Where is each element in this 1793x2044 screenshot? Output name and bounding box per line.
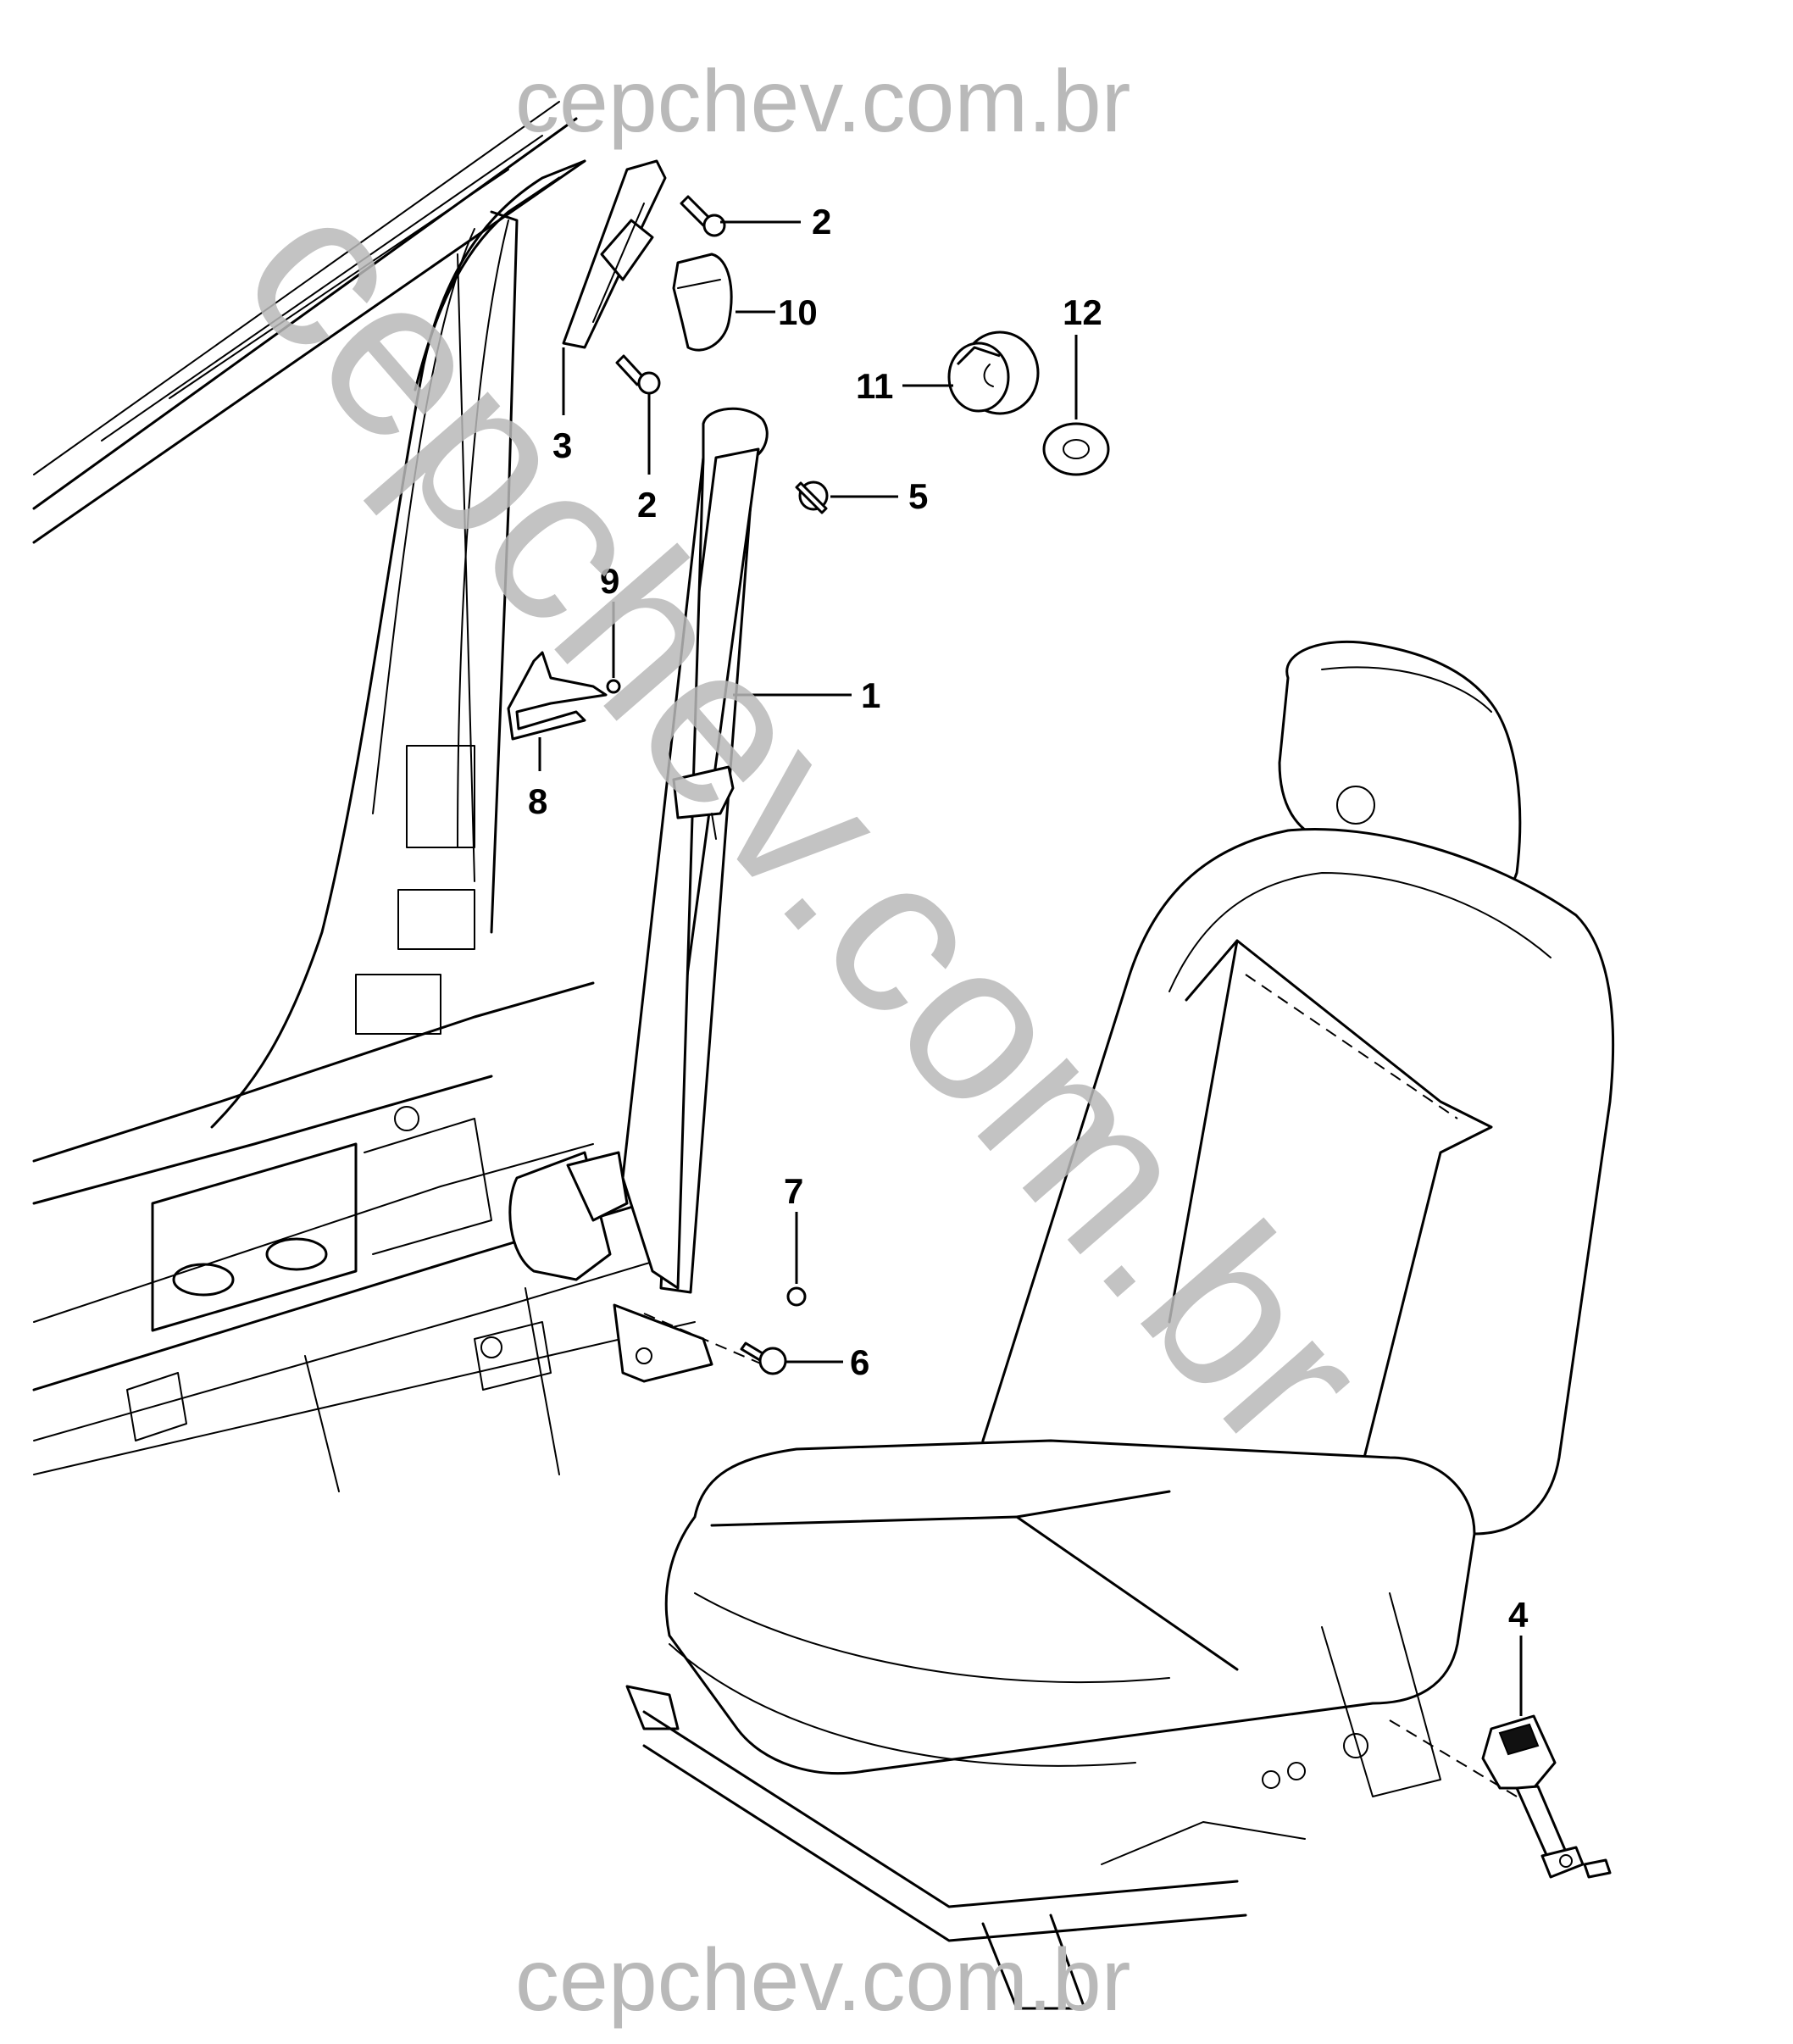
callout-12: 12 (1063, 292, 1102, 332)
bushing-part-11 (947, 330, 1040, 415)
vehicle-body-structure (32, 101, 696, 1492)
pin-part-7 (786, 1286, 807, 1307)
bolt-part-5 (795, 480, 829, 514)
callout-numbers: 2 10 12 11 3 2 5 9 1 8 7 6 4 (528, 202, 1529, 1635)
bolt-part-2-upper (680, 195, 726, 237)
callout-6: 6 (850, 1342, 869, 1382)
front-seat (625, 640, 1615, 2010)
watermark-top: cepchev.com.br (515, 53, 1130, 151)
bolt-part-6 (740, 1341, 787, 1375)
callout-4: 4 (1508, 1595, 1529, 1635)
callout-3: 3 (552, 425, 572, 465)
buckle-part-4 (1389, 1714, 1612, 1879)
washer-part-12 (1042, 422, 1110, 476)
callout-11: 11 (856, 366, 893, 406)
callout-10: 10 (778, 292, 818, 332)
height-adjuster-part-3 (562, 159, 667, 349)
callout-1: 1 (861, 675, 880, 715)
watermark-bottom: cepchev.com.br (515, 1931, 1130, 2030)
callout-2-lower: 2 (637, 485, 657, 525)
bolt-part-2-lower (615, 354, 661, 395)
callout-9: 9 (600, 561, 619, 601)
callout-7: 7 (784, 1171, 803, 1211)
cover-part-10 (672, 253, 733, 352)
callout-8: 8 (528, 781, 547, 821)
seat-belt-assembly-part-1 (508, 407, 769, 1383)
callout-5: 5 (908, 476, 928, 516)
leader-lines (538, 220, 1523, 1716)
callout-2-upper: 2 (812, 202, 831, 242)
bracket-part-8 (507, 651, 608, 741)
screw-part-9 (606, 679, 621, 694)
